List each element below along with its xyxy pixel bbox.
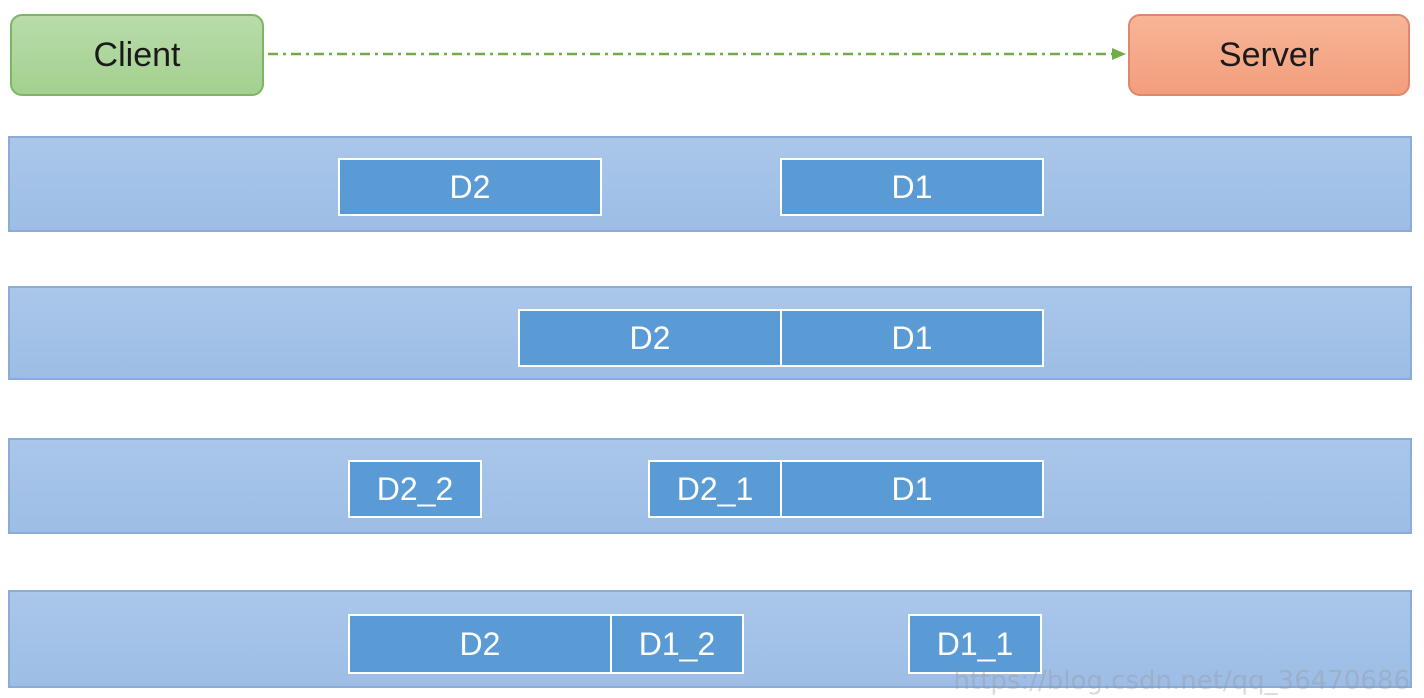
packet-d1-1: D1_1	[908, 614, 1042, 674]
transmission-row-1: D2 D1	[8, 136, 1412, 232]
packet-d2: D2	[338, 158, 602, 216]
transmission-row-3: D2_2 D2_1 D1	[8, 438, 1412, 534]
packet-d2: D2	[518, 309, 782, 367]
packet-d1-2: D1_2	[610, 614, 744, 674]
client-to-server-arrow	[268, 48, 1126, 60]
transmission-row-2: D2 D1	[8, 286, 1412, 380]
packet-d1: D1	[780, 158, 1044, 216]
transmission-row-4: D2 D1_2 D1_1	[8, 590, 1412, 688]
watermark: https://blog.csdn.net/qq_36470686	[953, 666, 1410, 696]
packet-d2-1: D2_1	[648, 460, 782, 518]
packet-d1: D1	[780, 460, 1044, 518]
client-node: Client	[10, 14, 264, 96]
packet-d2-2: D2_2	[348, 460, 482, 518]
packet-d2: D2	[348, 614, 612, 674]
server-label: Server	[1218, 35, 1320, 74]
packet-d1: D1	[780, 309, 1044, 367]
client-label: Client	[93, 35, 181, 74]
server-node: Server	[1128, 14, 1410, 96]
